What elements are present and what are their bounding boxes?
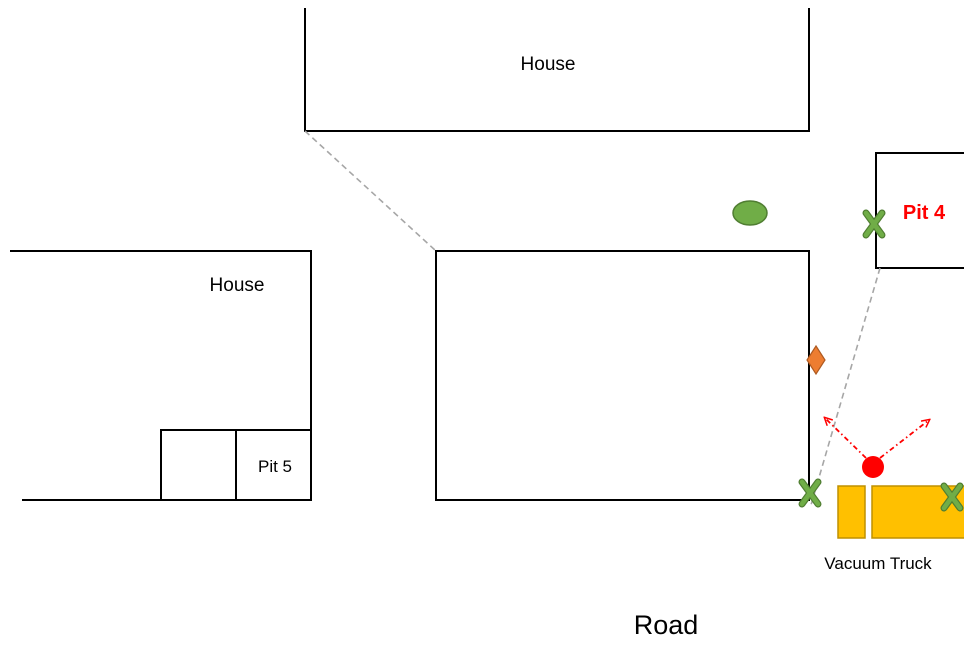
truck-label: Vacuum Truck [824, 554, 932, 573]
middle-building [435, 250, 810, 501]
red-arrow-right [879, 420, 929, 459]
red-dot-marker [862, 456, 884, 478]
truck-cab [837, 485, 866, 539]
dashed-line-pit4-corner [810, 267, 881, 506]
dashed-line-house-building [304, 130, 437, 252]
pit5-label: Pit 5 [258, 457, 292, 476]
green-x-marker-truck [940, 482, 964, 512]
red-arrow-left [825, 418, 867, 459]
green-x-marker-building-corner [798, 478, 822, 508]
green-x-marker-pit4 [862, 209, 886, 239]
vacuum-truck: Vacuum Truck [824, 485, 964, 573]
pit5: Pit 5 [160, 429, 311, 500]
house-left-label: House [210, 275, 265, 296]
orange-diamond-marker [806, 344, 826, 376]
house-top: House [304, 8, 810, 132]
road-label: Road [634, 610, 699, 640]
pit4: Pit 4 [875, 152, 964, 269]
red-point-with-arrows [825, 418, 929, 478]
green-oval-marker [732, 200, 768, 226]
house-top-label: House [521, 54, 576, 75]
pit4-label: Pit 4 [903, 202, 946, 224]
house-left: House [10, 250, 312, 501]
